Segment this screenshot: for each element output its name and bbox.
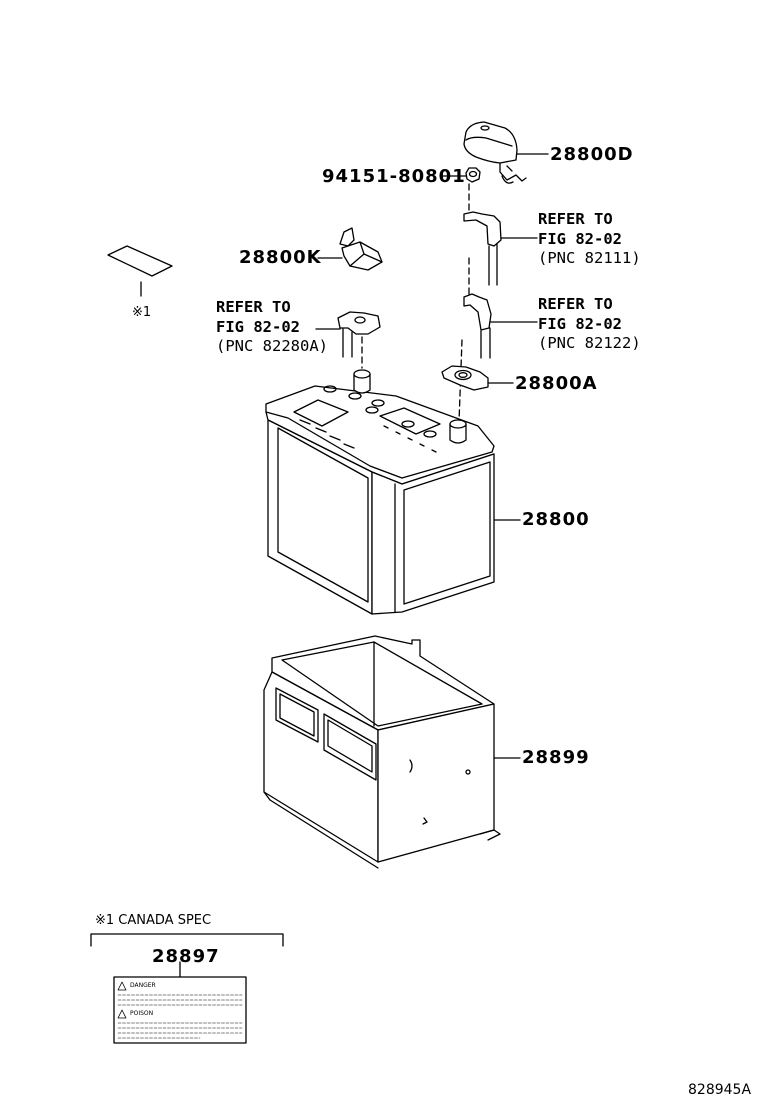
canada-spec-bracket (90, 933, 284, 978)
nut-94151-80801 (465, 167, 481, 183)
ref-line-1: REFER TO (538, 210, 613, 228)
part-number-28899[interactable]: 28899 (522, 747, 590, 768)
cable-end-82122 (463, 293, 538, 359)
terminal-cover-28800k (317, 227, 383, 271)
danger-text: DANGER (130, 982, 156, 989)
part-number-28800a[interactable]: 28800A (515, 373, 598, 394)
ref-line-2: FIG 82-02 (538, 229, 622, 248)
ref-line-2: FIG 82-02 (216, 317, 300, 336)
battery-28800 (265, 369, 521, 615)
ref-pnc: (PNC 82280A) (216, 337, 328, 355)
cable-end-82111 (463, 211, 538, 286)
note-marker: ※1 (132, 305, 152, 320)
canada-spec-note: ※1 CANADA SPEC (95, 913, 212, 928)
battery-tray-28899 (263, 635, 521, 869)
part-number-28800d[interactable]: 28800D (550, 144, 634, 165)
label-sheet-small (107, 245, 173, 277)
ref-line-2: FIG 82-02 (538, 314, 622, 333)
terminal-cover-28800d (463, 121, 527, 184)
ref-pnc: (PNC 82111) (538, 249, 641, 267)
part-number-94151-80801[interactable]: 94151-80801 (322, 166, 466, 187)
poison-text: POISON (130, 1010, 154, 1017)
part-number-28897[interactable]: 28897 (152, 946, 220, 967)
clamp-28800a (441, 365, 514, 391)
figure-id: 828945A (688, 1082, 752, 1098)
ref-line-1: REFER TO (216, 298, 291, 316)
ref-negative-cable[interactable]: REFER TO FIG 82-02 (PNC 82122) (538, 295, 641, 354)
ref-pnc: (PNC 82122) (538, 334, 641, 352)
warning-label-28897 (113, 976, 247, 1044)
ref-ground-cable[interactable]: REFER TO FIG 82-02 (PNC 82280A) (216, 298, 328, 357)
cable-end-82280a (315, 311, 381, 358)
ref-positive-cable[interactable]: REFER TO FIG 82-02 (PNC 82111) (538, 210, 641, 269)
part-number-28800k[interactable]: 28800K (239, 247, 322, 268)
part-number-28800[interactable]: 28800 (522, 509, 590, 530)
ref-line-1: REFER TO (538, 295, 613, 313)
